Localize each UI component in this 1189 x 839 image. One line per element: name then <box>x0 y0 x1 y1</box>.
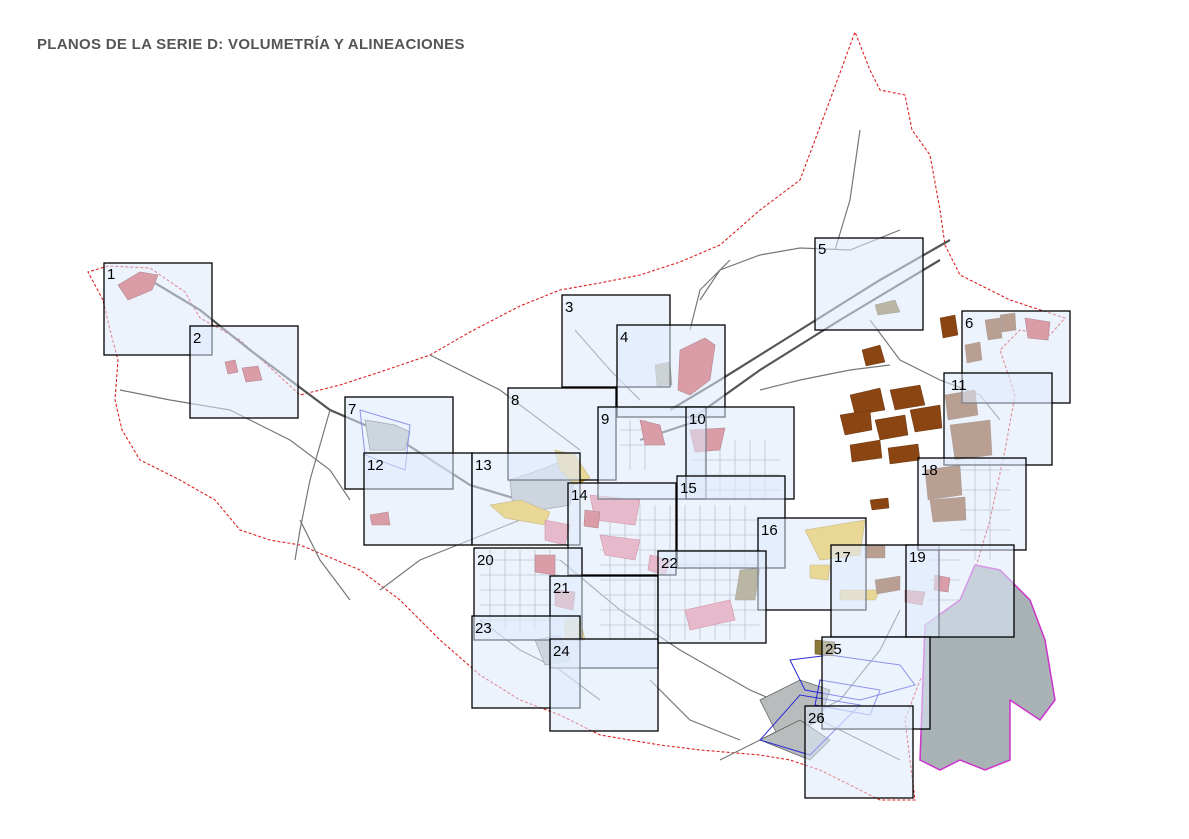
sheet-11[interactable]: 11 <box>943 372 1053 466</box>
sheet-22[interactable]: 22 <box>657 550 767 644</box>
sheet-12[interactable]: 12 <box>363 452 473 546</box>
sheet-18[interactable]: 18 <box>917 457 1027 551</box>
svg-text:19: 19 <box>909 549 926 566</box>
sheet-19[interactable]: 19 <box>905 544 1015 638</box>
svg-text:10: 10 <box>689 411 706 428</box>
svg-text:26: 26 <box>808 710 825 727</box>
svg-text:4: 4 <box>620 329 628 346</box>
svg-text:11: 11 <box>951 377 967 394</box>
svg-text:24: 24 <box>553 643 570 660</box>
page-title: PLANOS DE LA SERIE D: VOLUMETRÍA Y ALINE… <box>37 36 465 53</box>
svg-text:13: 13 <box>475 457 492 474</box>
svg-text:22: 22 <box>661 555 678 572</box>
sheet-13[interactable]: 13 <box>471 452 581 546</box>
svg-text:8: 8 <box>511 392 519 409</box>
svg-text:16: 16 <box>761 522 778 539</box>
sheet-grid: 1 2 3 4 5 6 7 8 9 10 11 12 13 14 15 16 1… <box>103 237 1071 799</box>
svg-text:23: 23 <box>475 620 492 637</box>
svg-text:17: 17 <box>834 549 851 566</box>
svg-text:7: 7 <box>348 401 356 418</box>
sheet-5[interactable]: 5 <box>814 237 924 331</box>
svg-text:12: 12 <box>367 457 384 474</box>
svg-text:18: 18 <box>921 462 938 479</box>
svg-text:14: 14 <box>571 487 588 504</box>
svg-text:20: 20 <box>477 552 494 569</box>
svg-text:6: 6 <box>965 315 973 332</box>
sheet-4[interactable]: 4 <box>616 324 726 418</box>
sheet-24[interactable]: 24 <box>549 638 659 732</box>
svg-text:15: 15 <box>680 480 697 497</box>
svg-text:1: 1 <box>107 266 115 283</box>
svg-text:5: 5 <box>818 241 826 258</box>
svg-text:9: 9 <box>601 411 609 428</box>
svg-text:25: 25 <box>825 641 842 658</box>
svg-text:2: 2 <box>193 330 201 347</box>
sheet-26[interactable]: 26 <box>804 705 914 799</box>
svg-text:21: 21 <box>553 580 570 597</box>
svg-text:3: 3 <box>565 299 573 316</box>
sheet-2[interactable]: 2 <box>189 325 299 419</box>
